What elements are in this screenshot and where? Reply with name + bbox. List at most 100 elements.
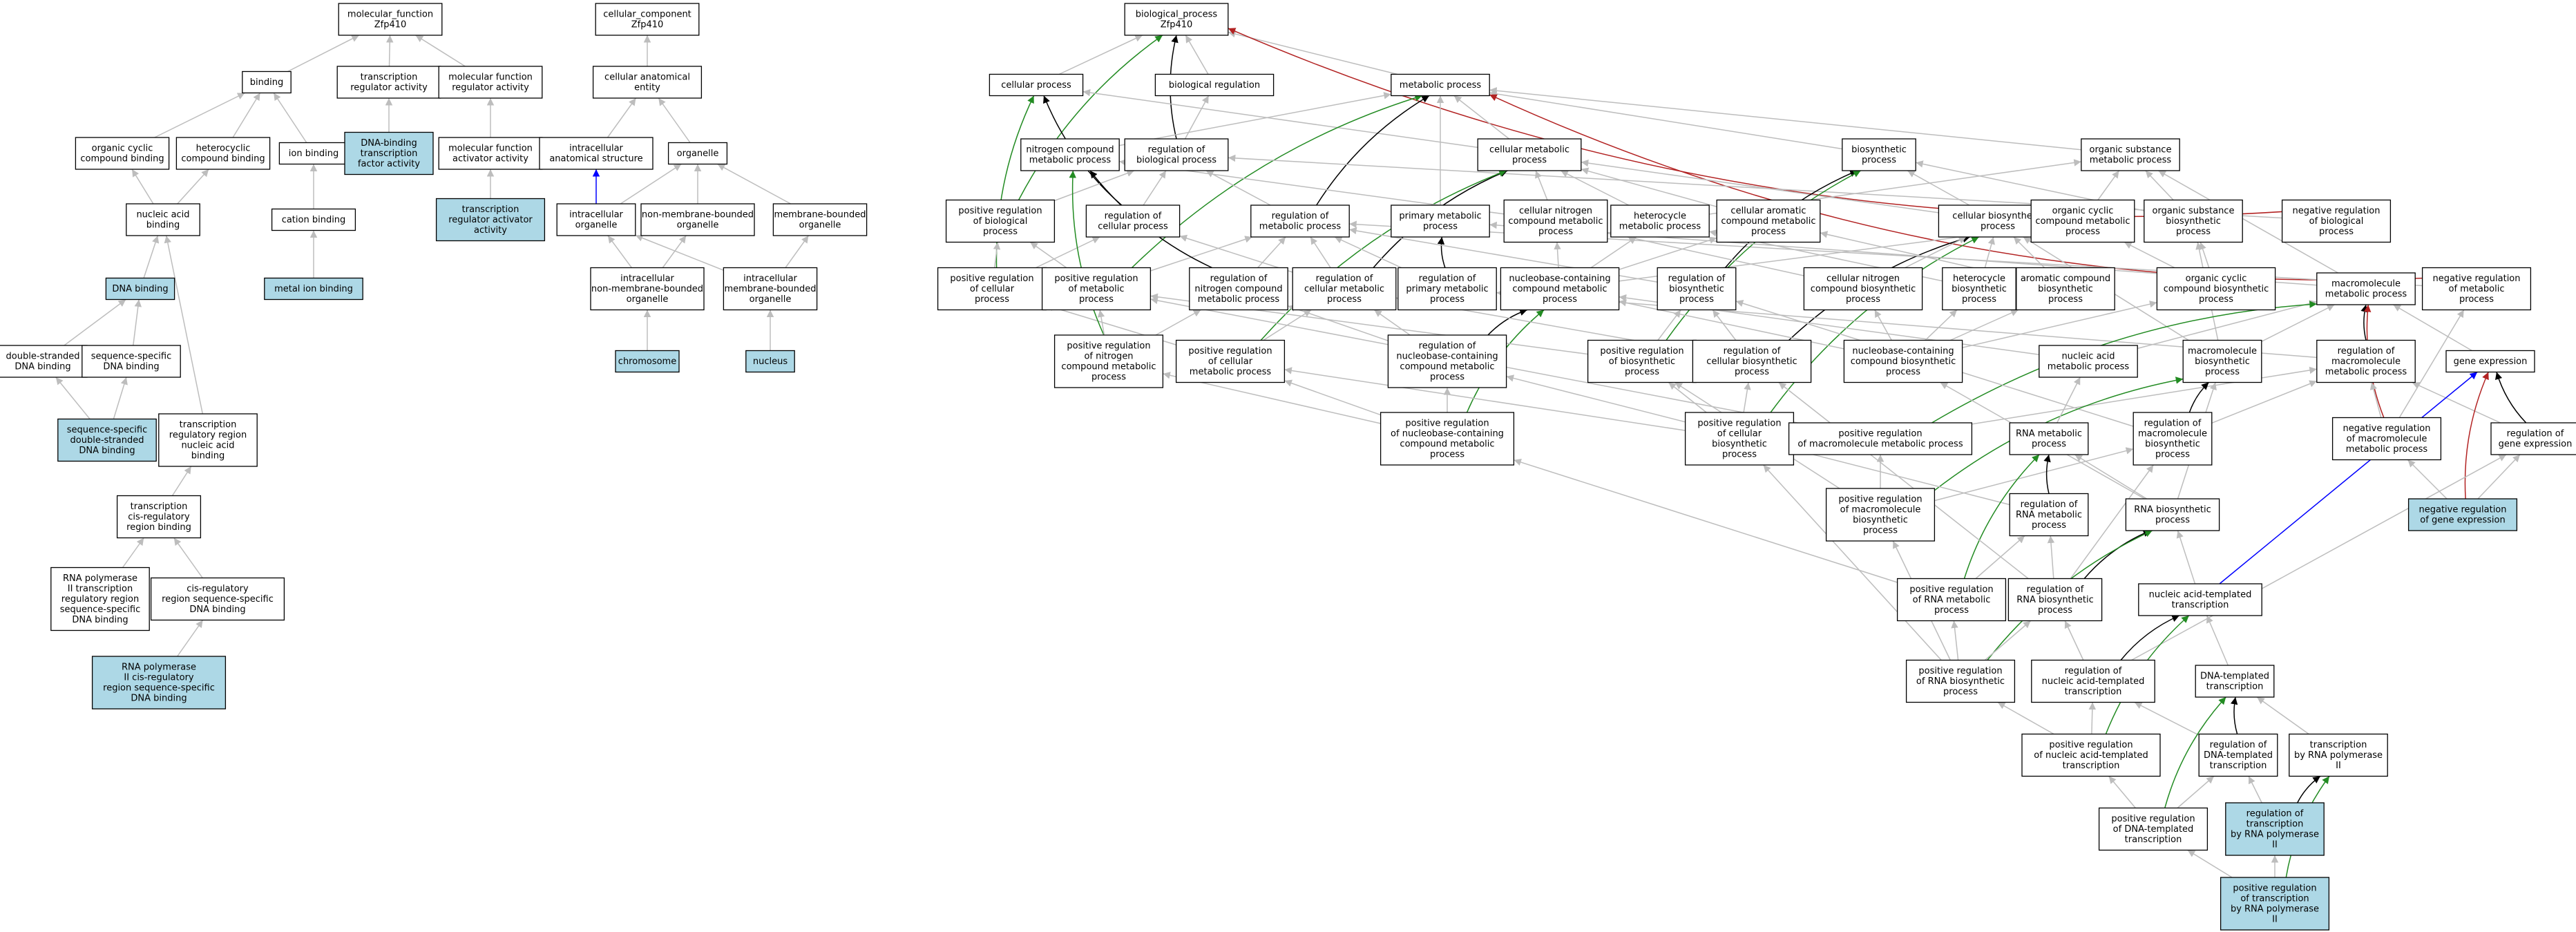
go-term-node-ionb[interactable]: ion binding xyxy=(278,142,349,165)
go-term-node-dnab[interactable]: DNA binding xyxy=(105,277,175,301)
go-term-node-rnbccmp[interactable]: regulation ofnucleobase-containingcompou… xyxy=(1387,334,1507,388)
edge-regulates-rge-to-ge xyxy=(2494,372,2527,424)
go-term-node-rmabp[interactable]: regulation ofmacromoleculebiosyntheticpr… xyxy=(2133,412,2213,466)
go-term-node-organelle[interactable]: organelle xyxy=(667,142,728,165)
go-term-node-nucleus[interactable]: nucleus xyxy=(745,350,795,373)
go-term-node-inmbo[interactable]: intracellularnon-membrane-boundedorganel… xyxy=(590,267,705,311)
go-term-node-cp[interactable]: cellular process xyxy=(989,73,1084,97)
go-term-node-binding[interactable]: binding xyxy=(242,70,292,94)
go-term-node-breg[interactable]: biological regulation xyxy=(1154,73,1275,97)
go-term-node-chromosome[interactable]: chromosome xyxy=(615,350,680,373)
go-term-node-ge[interactable]: gene expression xyxy=(2445,350,2535,373)
go-term-node-cationb[interactable]: cation binding xyxy=(271,208,356,231)
go-term-label-line: metabolic process xyxy=(2325,289,2407,300)
go-term-node-mp[interactable]: metabolic process xyxy=(1391,73,1490,97)
go-term-node-mib[interactable]: metal ion binding xyxy=(264,277,363,301)
